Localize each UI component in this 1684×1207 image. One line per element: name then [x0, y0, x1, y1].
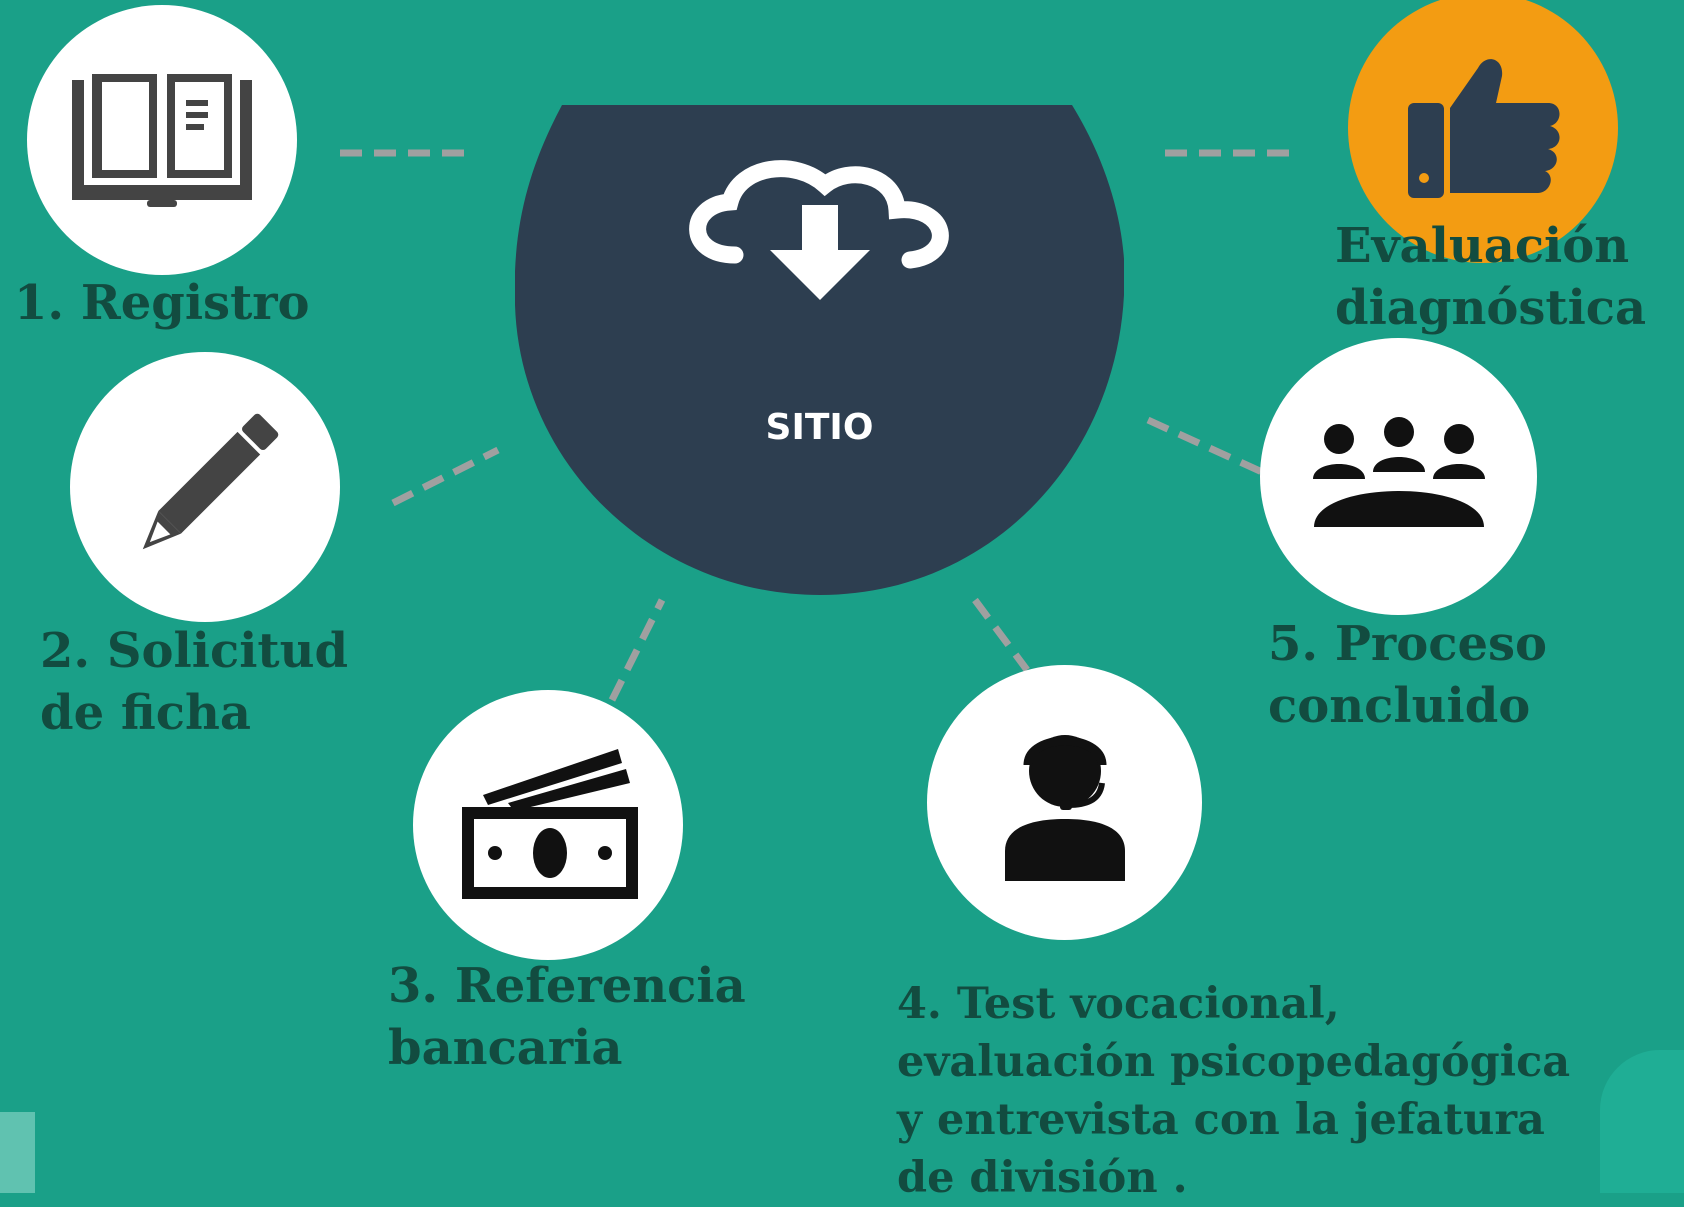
step-solicitud-node: [70, 352, 340, 622]
step-proceso-node: [1260, 338, 1537, 615]
step-registro-node: [27, 5, 297, 275]
connector-referencia: [608, 598, 666, 702]
corner-decoration: [0, 1112, 35, 1193]
book-icon: [72, 70, 252, 207]
step-test-node: [927, 665, 1202, 940]
step-evaluacion-label: Evaluación diagnóstica: [1335, 218, 1647, 336]
step-referencia-node: [413, 690, 683, 960]
hub-sitio: SITIO: [515, 105, 1124, 595]
hub-label: SITIO: [765, 407, 874, 448]
pencil-icon: [142, 413, 279, 550]
connector-proceso: [1146, 416, 1264, 476]
group-meeting-icon: [1312, 416, 1485, 527]
step-evaluacion-node: [1348, 0, 1618, 263]
connector-test: [972, 597, 1030, 673]
thumbs-up-icon: [1408, 59, 1560, 198]
step-referencia-label: 3. Referencia bancaria: [388, 958, 746, 1076]
step-proceso-label: 5. Proceso concluido: [1268, 616, 1548, 734]
connector-solicitud: [391, 446, 500, 507]
step-test-label: 4. Test vocacional, evaluación psicopeda…: [897, 979, 1571, 1203]
cloud-download-icon: [675, 160, 965, 305]
headset-user-icon: [1004, 734, 1125, 881]
money-icon: [462, 749, 638, 899]
step-solicitud-label: 2. Solicitud de ficha: [40, 623, 349, 741]
step-registro-label: 1. Registro: [14, 275, 310, 331]
corner-decoration-right: [1600, 1050, 1684, 1193]
